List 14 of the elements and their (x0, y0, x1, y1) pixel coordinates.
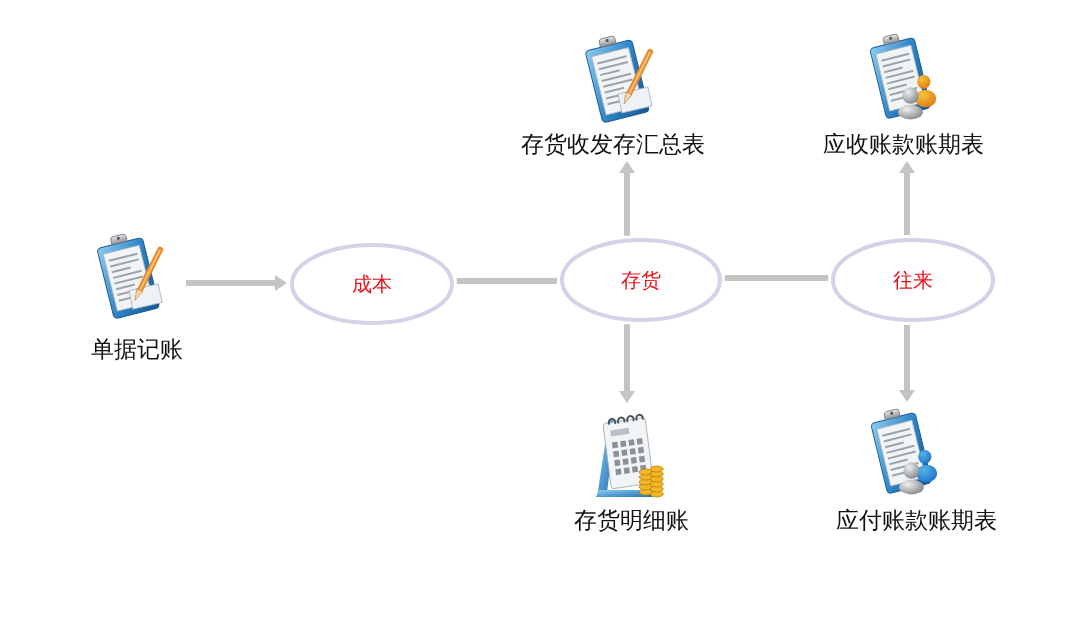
node-label: 存货收发存汇总表 (521, 130, 705, 158)
arrow (619, 161, 635, 236)
ellipse-node: 存货 (560, 238, 722, 322)
node-label: 应付账款账期表 (835, 506, 997, 534)
node-label: 存货明细账 (573, 506, 689, 534)
arrow (186, 275, 287, 291)
node-label: 应收账款账期表 (822, 130, 984, 158)
node-label: 单据记账 (91, 335, 183, 363)
connector-line (724, 275, 829, 281)
arrow (619, 324, 635, 403)
ellipse-node: 成本 (290, 243, 454, 325)
ellipse-node: 往来 (831, 238, 995, 322)
arrow (899, 324, 915, 402)
arrow (899, 161, 915, 236)
